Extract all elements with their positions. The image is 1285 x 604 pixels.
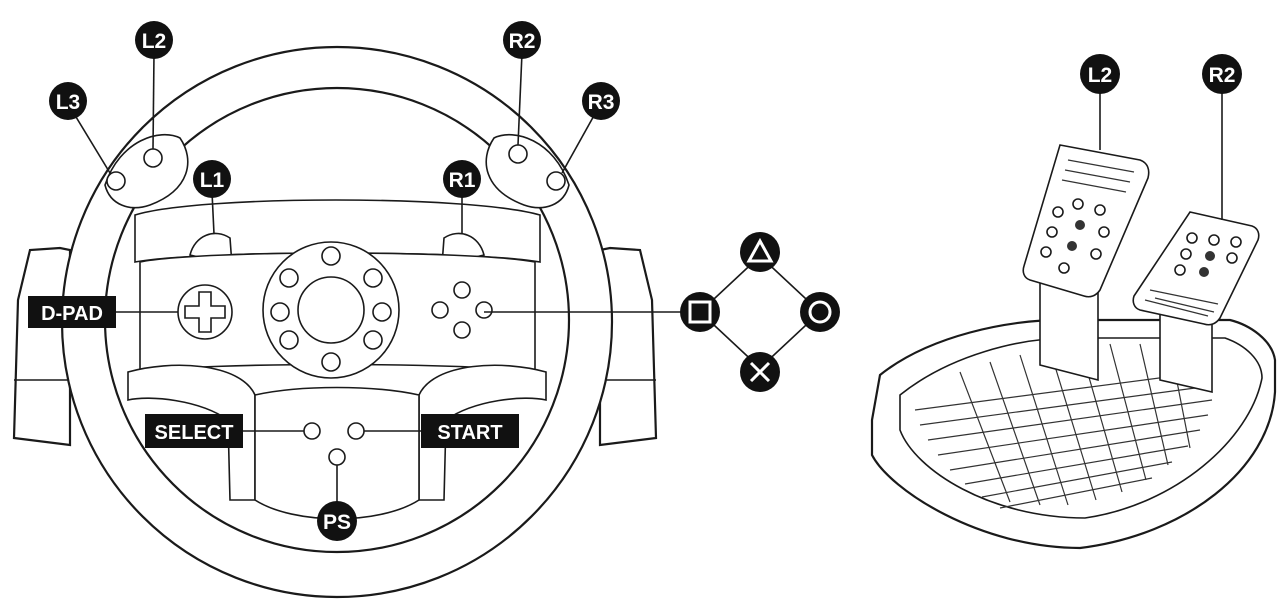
label-l2: L2	[135, 21, 173, 59]
ps-button[interactable]	[329, 449, 345, 465]
label-select: SELECT	[145, 414, 243, 448]
svg-text:L3: L3	[56, 91, 81, 114]
svg-text:L2: L2	[142, 30, 167, 53]
pedal-label-l2: L2	[1080, 54, 1120, 94]
select-button[interactable]	[304, 423, 320, 439]
label-ps: PS	[317, 501, 357, 541]
label-r2: R2	[503, 21, 541, 59]
label-dpad: D-PAD	[28, 296, 116, 328]
svg-text:D-PAD: D-PAD	[41, 303, 103, 325]
l2-button[interactable]	[144, 149, 162, 167]
pedal-set	[872, 88, 1275, 548]
left-wing-panel	[14, 248, 70, 445]
r2-button[interactable]	[509, 145, 527, 163]
cross-icon	[740, 352, 780, 392]
svg-text:L2: L2	[1088, 64, 1113, 87]
label-l3: L3	[49, 82, 87, 120]
square-icon	[680, 292, 720, 332]
label-r3: R3	[582, 82, 620, 120]
l2-pedal-plate[interactable]	[1023, 145, 1148, 297]
svg-text:SELECT: SELECT	[155, 422, 234, 444]
label-l1: L1	[193, 160, 231, 198]
dpad-control[interactable]	[178, 285, 232, 339]
svg-text:R2: R2	[1209, 64, 1236, 87]
center-medallion-inner	[298, 277, 364, 343]
svg-text:R1: R1	[449, 169, 476, 192]
pedal-label-r2: R2	[1202, 54, 1242, 94]
svg-text:R3: R3	[588, 91, 615, 114]
r3-button[interactable]	[547, 172, 565, 190]
triangle-icon	[740, 232, 780, 272]
svg-text:PS: PS	[323, 511, 351, 534]
label-r1: R1	[443, 160, 481, 198]
circle-icon	[800, 292, 840, 332]
label-start: START	[421, 414, 519, 448]
l3-button[interactable]	[107, 172, 125, 190]
start-button[interactable]	[348, 423, 364, 439]
svg-text:L1: L1	[200, 169, 225, 192]
svg-text:R2: R2	[509, 30, 536, 53]
svg-text:START: START	[437, 422, 502, 444]
